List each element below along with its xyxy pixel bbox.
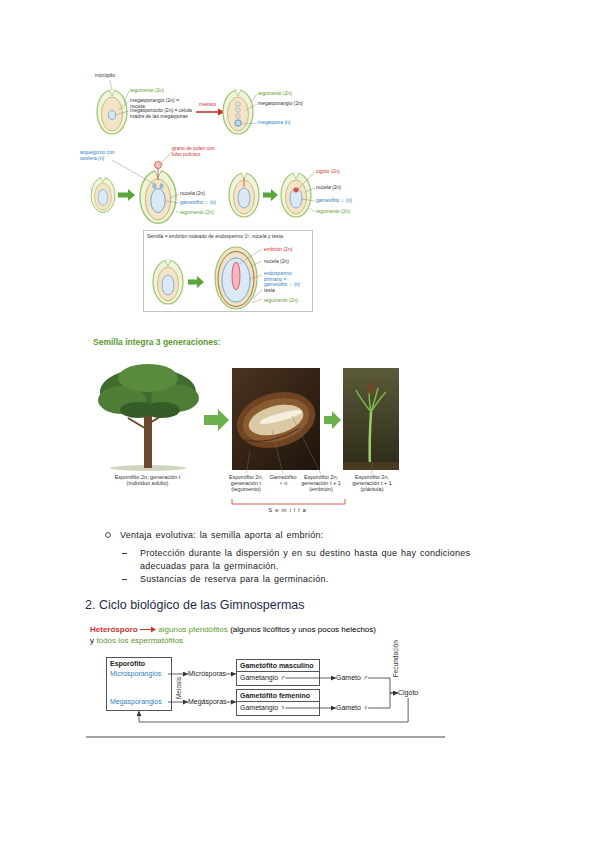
gametophyte-box: Gametófito femeninoGametangio ♀ [236,689,320,716]
photo-caption: Esporófito 2n, generación t (tegumento) [224,474,268,493]
process-label: Meiosis [175,677,182,699]
figure-title: Semilla integra 3 generaciones: [93,337,293,347]
gametangium-label: Gametangio ♂ [240,673,285,683]
part-label: arquegonio con oosfera (n) [80,150,120,161]
stage-arrow [118,189,135,201]
leader-lines [110,80,315,303]
seedling-photo [343,368,399,470]
node-text: Micrósporas [188,669,226,679]
part-label: embrión (2n) [264,247,310,253]
bullet [122,579,127,580]
part-label: nucela (2n) [316,185,362,191]
part-label: nucela (2n) [180,191,230,197]
part-label: gametófito ♀ (n) [316,198,362,204]
part-label: tegumento (2n) [264,298,310,304]
node-text: Microsporangios [110,669,168,679]
part-label: megasporangio (2n) [258,101,314,107]
part-label: micrópilo [95,73,135,79]
seed-bracket [232,499,345,504]
figure-panel: Semilla = embrión rodeado de endospermo … [143,230,313,312]
sporophyte-box: EsporófitoMicrosporangiosMegasporangios [106,657,172,711]
spore-label: Megásporas [188,697,227,707]
zygote-label: Cigoto [398,688,418,698]
part-label: tegumento (2n) [258,91,314,97]
spore-label: Micrósporas [188,669,226,679]
sporangium-label: Megasporangios [110,697,168,707]
node-text: Megasporangios [110,697,168,707]
node-text: Gameto ♂ [336,673,368,683]
bullet-text: Sustancias de reserva para la germinació… [140,573,485,586]
node-text: Gametangio ♂ [240,673,285,683]
gametophyte-box: Gametófito masculinoGametangio ♂ [236,659,320,686]
ovule-drawing [281,173,311,218]
flow-arrow [227,702,236,703]
node-text: Esporófito [107,658,171,669]
node-text: Semilla = embrión rodeado de endospermo … [147,234,297,240]
ovule-drawing [91,177,115,213]
photo-caption: Gametófito ♀ n [268,474,298,486]
node-text: Gameto ♀ [336,703,368,713]
part-label: gametófito ♀ (n) [180,200,230,206]
arrow-symbol [140,626,156,633]
process-label: meiosis [199,102,227,108]
flow-arrow [368,678,398,693]
leader-lines [246,416,372,474]
gamete-label: Gameto ♀ [336,703,368,713]
node-text: Megásporas [188,697,227,707]
node-text: Cigoto [398,688,418,698]
group-name: algunos pteridófitos [158,625,227,634]
seed-photo [230,368,321,470]
node-text: Gametófito femenino [237,690,319,702]
part-label: megáspora (n) [258,120,314,126]
ovule-drawing [223,90,253,135]
ovule-drawing [97,90,127,135]
stage-arrow [324,411,341,429]
part-label: endospermo primario = gametófito ♀ (n) [264,271,310,288]
part-label: grano de polen con tubo polínico [172,146,224,157]
part-label: nucela (2n) [264,259,310,265]
photo-caption: Esporófito 2n, generación t (individuo a… [105,474,190,486]
section-heading: 2. Ciclo biológico de las Gimnospermas [85,598,485,612]
part-label: megasporocito (2n) = célula madre de las… [130,108,194,119]
photo-caption: Esporófito 2n, generación t + 1 (embrión… [298,474,344,493]
stage-arrow [188,276,204,288]
bracket-label: Semilla [232,507,345,513]
gamete-label: Gameto ♂ [336,673,368,683]
photo-caption: Esporófito 2n, generación t + 1 (plántul… [346,474,398,493]
bullet-text: Ventaja evolutiva: la semilla aporta al … [120,529,480,542]
ovule-drawing [140,162,176,224]
part-label: tegumento (2n) [130,88,194,94]
part-label: tegumento (2n) [180,210,230,216]
flow-arrow [368,693,398,708]
ovule-drawing [153,260,183,305]
gametangium-label: Gametangio ♀ [240,703,285,713]
sporangium-label: Microsporangios [110,669,168,679]
heading-line: Heterósporo algunos pteridófitos(algunos… [90,625,395,646]
ovule-drawing [229,173,259,218]
stage-arrow [204,409,229,431]
term: Heterósporo [90,625,138,634]
bullet [122,553,127,554]
part-label: tegumento (2n) [316,209,362,215]
part-label: testa [264,288,310,294]
stage-arrow [263,189,278,201]
flow-arrow [226,674,236,675]
pine-tree [98,364,199,471]
bullet [106,533,111,538]
node-text: Gametangio ♀ [240,703,285,713]
figure-rule [86,737,445,738]
node-text: Gametófito masculino [237,660,319,672]
group-name: todos los espermatófitos [96,636,183,645]
bullet-text: Protección durante la dispersión y en su… [140,547,485,572]
process-label: Fecundación [392,640,399,677]
part-label: cigoto (2n) [316,169,362,175]
